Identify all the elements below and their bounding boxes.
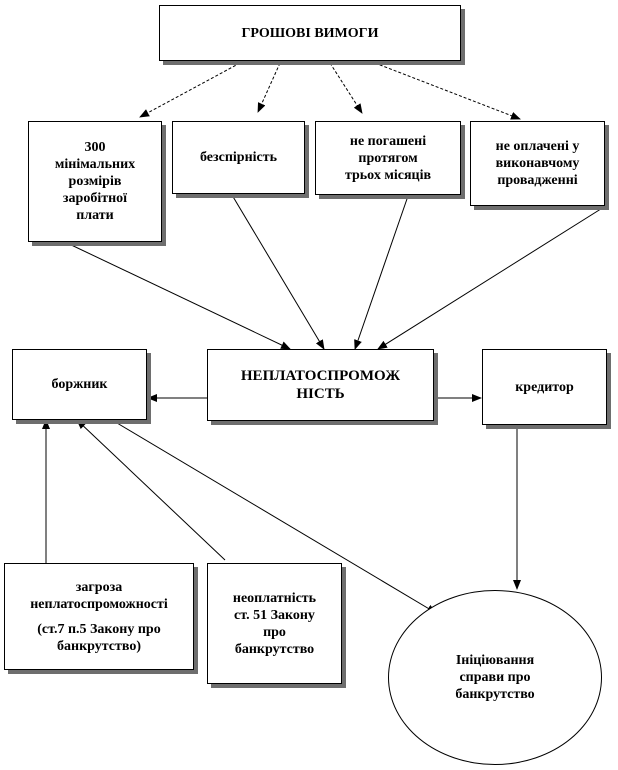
center-line: НЕПЛАТОСПРОМОЖ xyxy=(240,368,401,384)
criterion-box-3: не погашені протягом трьох місяців xyxy=(315,121,461,195)
criterion-box-2: безспірність xyxy=(172,121,305,194)
threat-line: загроза xyxy=(75,579,123,595)
criterion-3-line: трьох місяців xyxy=(344,167,432,183)
insolvency-line: банкрутство xyxy=(234,641,315,657)
initiation-line: Ініціювання xyxy=(455,653,535,668)
arrow-insolvency-to-debtor xyxy=(76,419,226,561)
center-line: НІСТЬ xyxy=(296,386,345,402)
criterion-4-line: виконавчому xyxy=(495,156,580,171)
insolvency-line: неоплатність xyxy=(232,590,317,606)
arrow-top-to-criterion-4 xyxy=(374,62,521,120)
insolvency-box: неоплатність ст. 51 Закону про банкрутст… xyxy=(207,563,342,684)
insolvency-line: про xyxy=(263,624,286,640)
top-box: ГРОШОВІ ВИМОГИ xyxy=(159,5,461,61)
criterion-3-line: не погашені xyxy=(349,133,427,149)
debtor-label: боржник xyxy=(51,377,108,392)
criterion-2-line: безспірність xyxy=(199,150,278,165)
criterion-1-line: плати xyxy=(76,208,114,223)
arrow-top-to-criterion-2 xyxy=(257,62,281,113)
arrow-top-to-criterion-3 xyxy=(329,62,363,114)
criterion-box-4: не оплачені у виконавчому провадженні xyxy=(470,121,605,206)
criterion-1-line: 300 xyxy=(84,140,106,155)
initiation-ellipse: Ініціювання справи про банкрутство xyxy=(388,590,602,765)
top-title: ГРОШОВІ ВИМОГИ xyxy=(241,25,379,41)
criterion-1-line: мінімальних xyxy=(54,157,136,172)
threat-line: (ст.7 п.5 Закону про xyxy=(37,621,161,637)
creditor-label: кредитор xyxy=(515,379,574,395)
threat-box: загроза неплатоспроможності (ст.7 п.5 За… xyxy=(4,563,194,670)
criterion-4-line: провадженні xyxy=(497,173,578,188)
center-box: НЕПЛАТОСПРОМОЖ НІСТЬ xyxy=(207,349,434,421)
criterion-4-line: не оплачені у xyxy=(495,139,580,154)
creditor-box: кредитор xyxy=(482,349,607,425)
arrow-criterion-1-to-center xyxy=(64,241,291,350)
arrow-top-to-criterion-1 xyxy=(139,62,241,118)
insolvency-line: ст. 51 Закону xyxy=(234,607,315,623)
initiation-line: справи про xyxy=(459,670,531,685)
initiation-line: банкрутство xyxy=(455,687,535,702)
criterion-3-line: протягом xyxy=(358,150,418,166)
arrow-criterion-4-to-center xyxy=(377,206,605,350)
criterion-box-1: 300 мінімальних розмірів заробітної плат… xyxy=(28,121,162,242)
debtor-box: боржник xyxy=(12,349,147,420)
arrow-criterion-3-to-center xyxy=(354,195,409,350)
threat-line: банкрутство) xyxy=(57,638,141,654)
threat-line: неплатоспроможності xyxy=(30,596,168,612)
criterion-1-line: заробітної xyxy=(62,191,128,206)
arrow-criterion-2-to-center xyxy=(231,194,325,350)
criterion-1-line: розмірів xyxy=(68,174,122,189)
